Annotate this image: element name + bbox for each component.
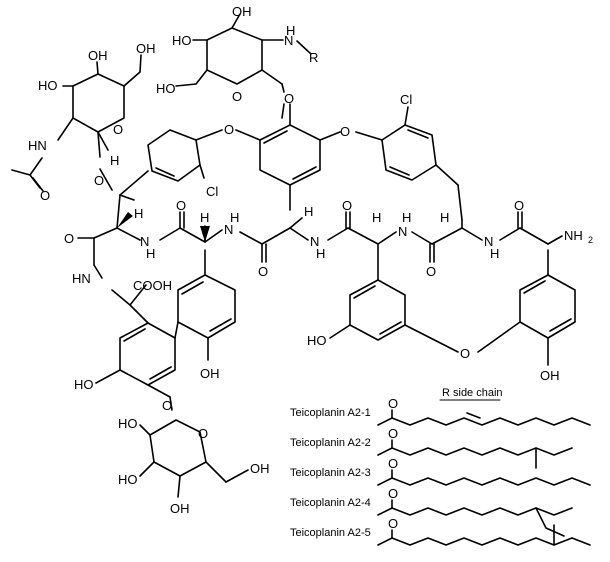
variant-label: Teicoplanin A2-1 [290, 407, 371, 419]
variant-row: Teicoplanin A2-5 O [290, 516, 591, 546]
o-label: O [388, 456, 398, 471]
variant-row: Teicoplanin A2-1 O [290, 396, 591, 426]
ring-lower-middle-phenol [177, 249, 236, 361]
h-label: H [230, 210, 239, 225]
o-label: O [258, 264, 268, 279]
nh-label: N [284, 33, 293, 48]
o-label: O [224, 122, 234, 137]
oh-label: OH [250, 461, 270, 476]
bottom-sugar-ring [139, 396, 249, 498]
h-label: H [110, 153, 119, 168]
top-sugar-ring [175, 13, 312, 119]
o-label: O [460, 346, 470, 361]
h-label: H [200, 210, 209, 225]
oh-label: OH [200, 366, 220, 381]
ho-label: HO [74, 377, 94, 392]
oh-label: OH [540, 368, 560, 383]
o-label: O [388, 396, 398, 411]
ring-lower-center-resorcinol [329, 244, 459, 353]
atom-labels: OH HO N H R HO O O OH OH HO O HN O H O O… [28, 4, 593, 516]
h-label: H [146, 246, 155, 261]
variant-row: Teicoplanin A2-2 O [290, 426, 573, 469]
stereo-wedge-bond [200, 226, 210, 242]
variant-label: Teicoplanin A2-3 [290, 467, 371, 479]
left-sugar-ring [11, 54, 142, 192]
nh-label: N [224, 222, 233, 237]
ho-label: HO [118, 416, 138, 431]
variant-label: Teicoplanin A2-5 [290, 527, 371, 539]
cooh-label: COOH [133, 278, 172, 293]
ring-chlorophenyl-left [147, 129, 223, 182]
r-label: R [309, 50, 318, 65]
side-chain-table: R side chain Teicoplanin A2-1 O Teicopla… [290, 387, 591, 546]
o-label: O [198, 426, 208, 441]
ho-label: HO [172, 33, 192, 48]
o-label: O [176, 198, 186, 213]
variant-row: Teicoplanin A2-3 O [290, 456, 591, 486]
nh-label: N [140, 234, 149, 249]
nh2-subscript: 2 [588, 235, 593, 245]
variant-label: Teicoplanin A2-4 [290, 497, 371, 509]
h-label: H [316, 246, 325, 261]
cl-label: Cl [400, 92, 412, 107]
ho-label: HO [156, 81, 176, 96]
oh-label: OH [88, 48, 108, 63]
oh-label: OH [170, 501, 190, 516]
nh-label: N [484, 234, 493, 249]
h-label: H [286, 23, 295, 38]
o-label: O [388, 426, 398, 441]
oh-label: OH [232, 4, 252, 19]
ho-label: HO [118, 472, 138, 487]
h-label: H [490, 246, 499, 261]
o-label: O [514, 198, 524, 213]
ring-lower-right-phenol [477, 249, 576, 366]
o-label: O [284, 91, 294, 106]
o-label: O [232, 89, 242, 104]
o-label: O [388, 516, 398, 531]
ho-label: HO [38, 78, 58, 93]
h-label: H [134, 206, 143, 221]
o-label: O [342, 198, 352, 213]
o-label: O [426, 264, 436, 279]
o-label: O [40, 188, 50, 203]
o-label: O [113, 122, 123, 137]
variant-label: Teicoplanin A2-2 [290, 437, 371, 449]
cl-label: Cl [206, 184, 218, 199]
h-label: H [304, 204, 313, 219]
ring-central-trioxy [235, 103, 341, 211]
ring-chlorophenyl-right [355, 106, 463, 221]
h-label: H [440, 210, 449, 225]
h-label: H [372, 210, 381, 225]
variant-row: Teicoplanin A2-4 O [290, 486, 573, 537]
nh-label: N [310, 234, 319, 249]
ring-lower-left-resorcinol [95, 304, 179, 398]
ho-label: HO [307, 333, 327, 348]
o-label: O [340, 124, 350, 139]
o-label: O [388, 486, 398, 501]
oh-label: OH [136, 41, 156, 56]
side-chain-header: R side chain [442, 387, 503, 399]
hn-label: HN [72, 271, 91, 286]
o-label: O [162, 398, 172, 413]
nh-label: N [398, 224, 407, 239]
hn-label: HN [28, 138, 47, 153]
h-label: H [402, 210, 411, 225]
stereo-wedge-bond [117, 212, 133, 228]
o-label: O [64, 231, 74, 246]
o-label: O [94, 173, 104, 188]
peptide-backbone [77, 170, 563, 306]
nh2-label: NH [564, 228, 583, 243]
